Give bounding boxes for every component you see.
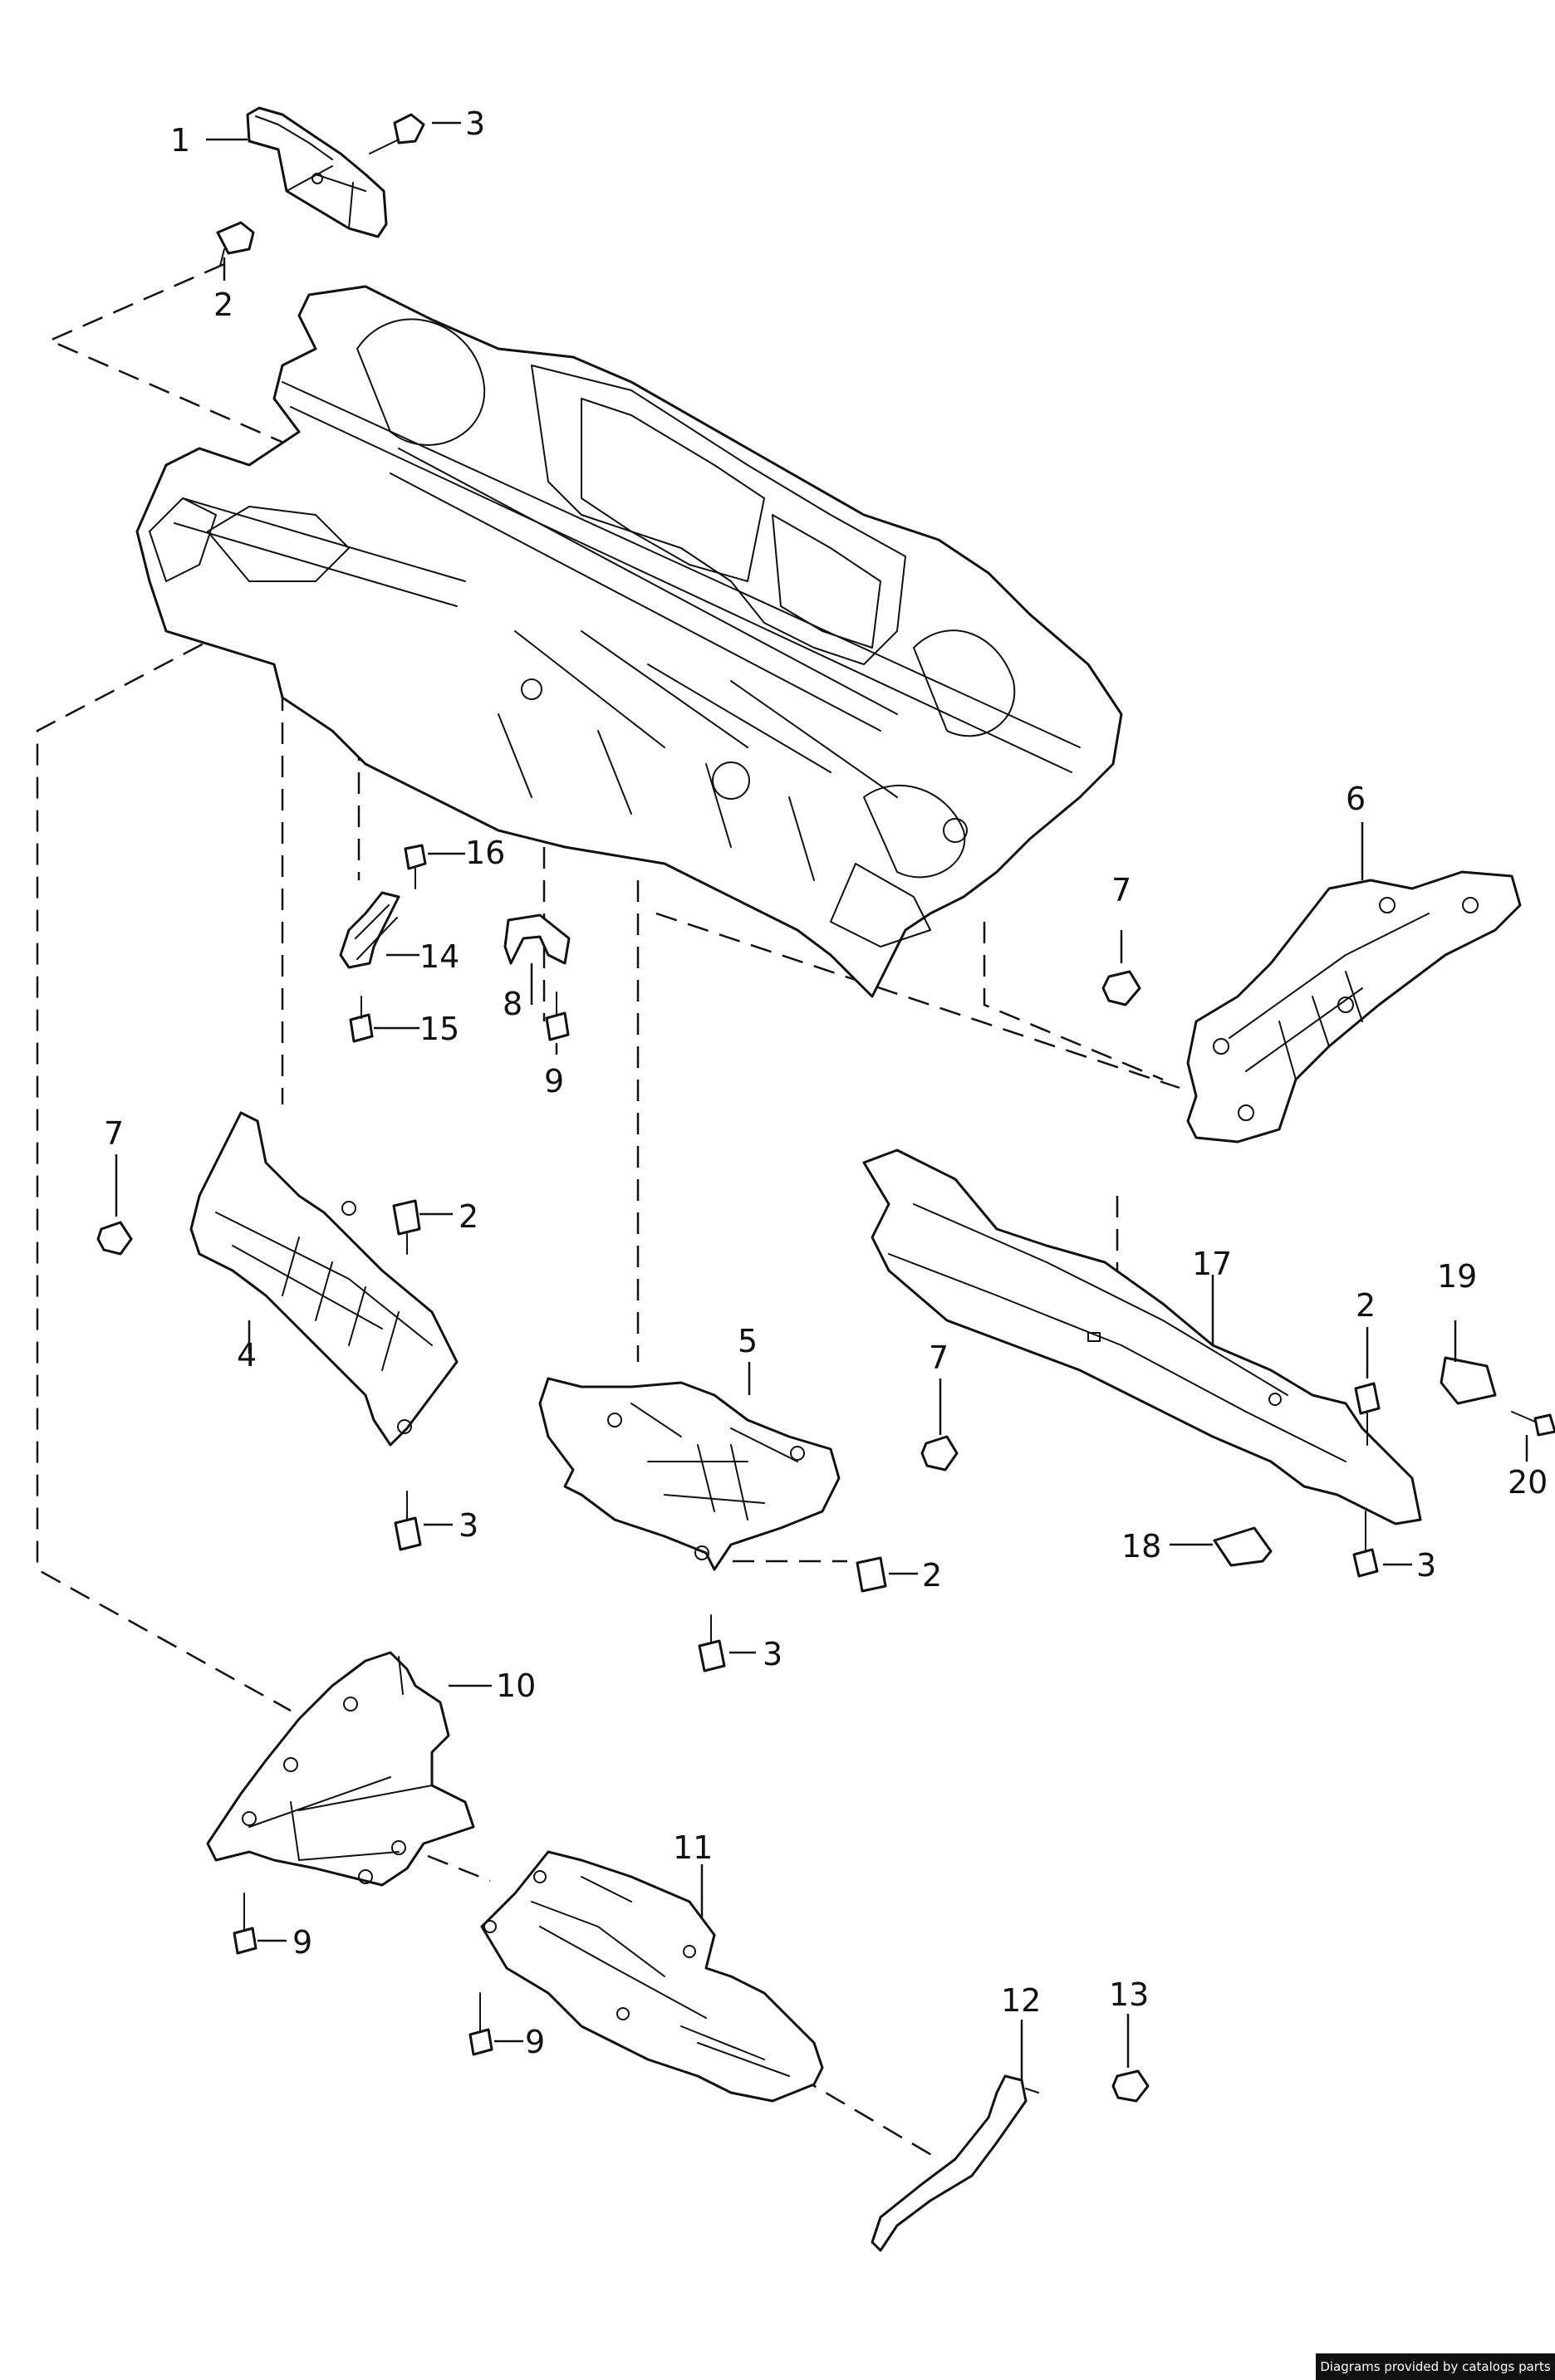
callout-9: 9 [525,2024,545,2060]
bolt-icon [349,996,374,1043]
callout-7: 7 [929,1339,949,1376]
clip-icon [392,1199,421,1255]
callout-2: 2 [459,1198,478,1235]
bolt-icon [1511,1411,1555,1437]
bolt-icon [698,1614,726,1672]
callout-9: 9 [544,1063,564,1099]
callout-3: 3 [763,1636,782,1672]
callout-13: 13 [1109,1976,1149,2013]
bolt-icon [468,1992,493,2056]
callout-leader-lines [115,121,1528,2080]
part-18-cover-plate [1213,1526,1273,1567]
part-17-side-rail-shield [862,1148,1422,1525]
callout-19: 19 [1437,1258,1477,1295]
callout-3: 3 [459,1507,478,1544]
fastener-bolts [96,113,1555,2103]
part-11-rear-tunnel-shield [480,1850,824,2103]
clip-icon [856,1556,887,1593]
callout-2: 2 [1356,1287,1376,1324]
bolt-icon [369,113,425,154]
clip-icon [216,221,255,267]
bolt-icon [545,992,570,1041]
callout-14: 14 [419,938,459,975]
bolt-icon [1352,1511,1379,1578]
part-8-clip [503,913,571,965]
callout-18: 18 [1121,1528,1161,1565]
part-4-tunnel-shield [189,1111,459,1447]
vehicle-floor-pan [135,285,1123,998]
callout-2: 2 [213,286,233,323]
callout-7: 7 [1111,872,1131,908]
part-10-front-shield [206,1651,475,1887]
callout-12: 12 [1001,1982,1041,2019]
callout-3: 3 [465,105,485,142]
callout-6: 6 [1346,781,1366,817]
callout-4: 4 [237,1337,257,1374]
part-12-support-strap [871,2074,1039,2252]
callout-3: 3 [1416,1547,1436,1584]
part-6-rear-shield [1186,870,1522,1143]
callout-5: 5 [738,1323,758,1359]
nut-icon [1111,2069,1150,2103]
callout-numbers: 1 3 2 6 7 16 14 15 8 9 7 2 4 3 17 19 2 2… [104,105,1548,2060]
callout-2: 2 [922,1557,942,1594]
credit-footer: Diagrams provided by catalogs parts [1316,2353,1555,2380]
nut-icon [1101,970,1141,1006]
clip-icon [1354,1382,1381,1446]
part-14-bracket [339,891,400,969]
callout-11: 11 [673,1829,713,1866]
callout-8: 8 [503,986,522,1022]
callout-17: 17 [1192,1246,1232,1282]
nut-icon [920,1435,959,1472]
part-1-shield [246,106,388,238]
bolt-icon [233,1893,258,1955]
callout-10: 10 [496,1667,536,1704]
nut-icon [96,1221,133,1256]
callout-9: 9 [292,1924,312,1961]
bolt-icon [394,1491,422,1551]
part-19-bracket [1440,1356,1497,1405]
callout-16: 16 [465,835,505,871]
bolt-icon [404,844,427,889]
callout-7: 7 [104,1115,124,1152]
callout-1: 1 [170,122,190,159]
callout-20: 20 [1508,1464,1548,1501]
part-5-center-shield [538,1377,841,1571]
callout-15: 15 [419,1011,459,1047]
